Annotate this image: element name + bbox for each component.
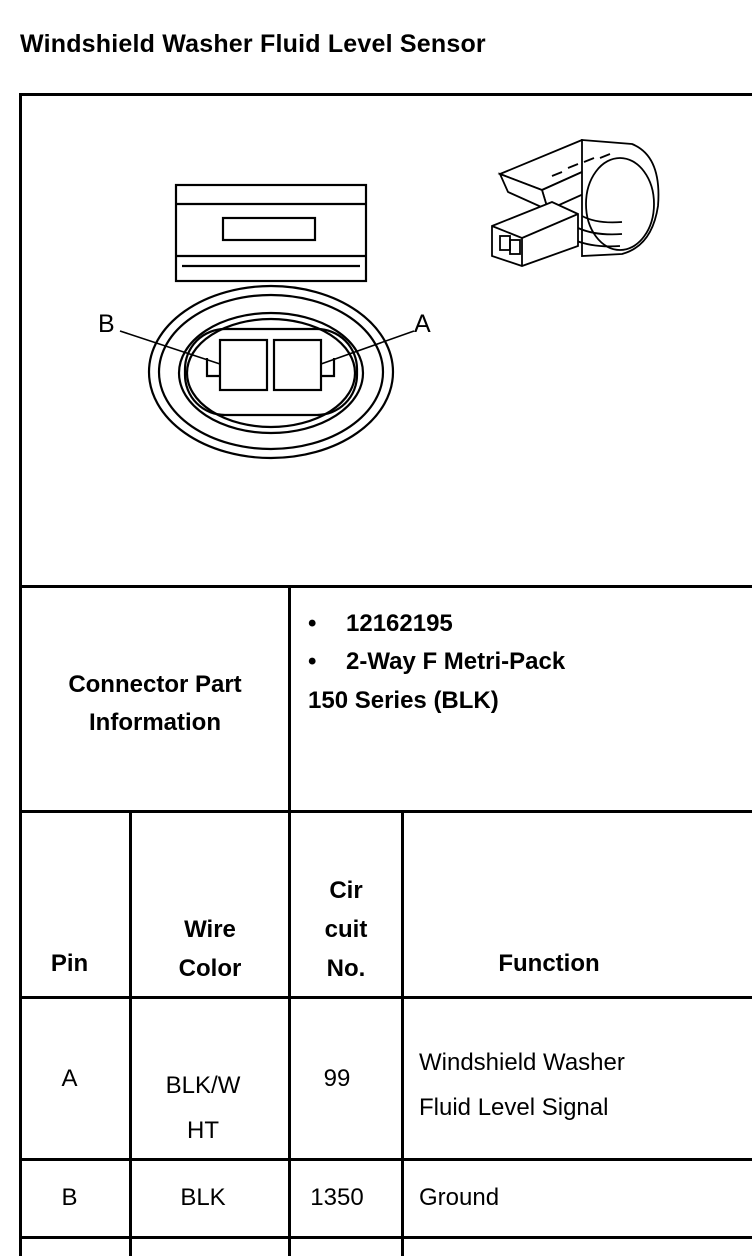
divider-circuit-column [401, 810, 404, 1256]
header-circuit-number: Cir cuit No. [291, 871, 401, 988]
connector-description-line2: 150 Series (BLK) [308, 687, 499, 714]
connector-description-line1: 2-Way F Metri-Pack [346, 648, 566, 675]
row-a-wire-color: BLK/W HT [132, 1063, 274, 1153]
description-item: • 2-Way F Metri-Pack [308, 648, 708, 678]
part-number-item: • 12162195 [308, 610, 708, 640]
row-a-circuit: 99 [323, 1065, 351, 1092]
header-wire-color-line2: Color [178, 955, 242, 982]
header-pin: Pin [50, 950, 89, 977]
connector-figure: B A [22, 96, 752, 586]
connector-table-frame [19, 93, 752, 1256]
row-b-wire-color: BLK [180, 1184, 226, 1211]
connector-info-label-line1: Connector Part [68, 671, 242, 698]
connector-face-drawing [119, 183, 415, 460]
divider-row-b [19, 1236, 752, 1239]
row-a-pin: A [61, 1065, 78, 1092]
header-wire-color: Wire Color [132, 910, 288, 988]
divider-figure [19, 585, 752, 588]
header-circuit-line1: Cir [329, 877, 363, 904]
row-a-function-line1: Windshield Washer [419, 1049, 625, 1076]
divider-row-a [19, 1158, 752, 1161]
divider-info-column [288, 585, 291, 1256]
row-a-wire-color-line1: BLK/W [165, 1072, 241, 1099]
header-wire-color-line1: Wire [184, 916, 236, 943]
header-function: Function [498, 950, 600, 977]
connector-info-label: Connector Part Information [22, 666, 288, 742]
row-a-function: Windshield Washer Fluid Level Signal [419, 1040, 625, 1130]
row-b-circuit: 1350 [310, 1184, 364, 1211]
row-b-pin: B [61, 1184, 78, 1211]
divider-header [19, 996, 752, 999]
connector-info-label-line2: Information [89, 709, 221, 736]
row-a-function-line2: Fluid Level Signal [419, 1094, 609, 1121]
header-circuit-line3: No. [326, 955, 366, 982]
connector-isometric-drawing [491, 139, 660, 267]
page-title: Windshield Washer Fluid Level Sensor [20, 30, 486, 58]
terminal-label-b: B [98, 310, 115, 338]
header-circuit-line2: cuit [324, 916, 368, 943]
divider-pin-column [129, 810, 132, 1256]
terminal-label-a: A [414, 310, 431, 338]
divider-connector-info [19, 810, 752, 813]
row-b-function: Ground [419, 1184, 500, 1211]
bullet-icon: • [308, 610, 317, 637]
part-number: 12162195 [346, 610, 453, 637]
row-a-wire-color-line2: HT [187, 1117, 219, 1144]
bullet-icon: • [308, 648, 317, 675]
